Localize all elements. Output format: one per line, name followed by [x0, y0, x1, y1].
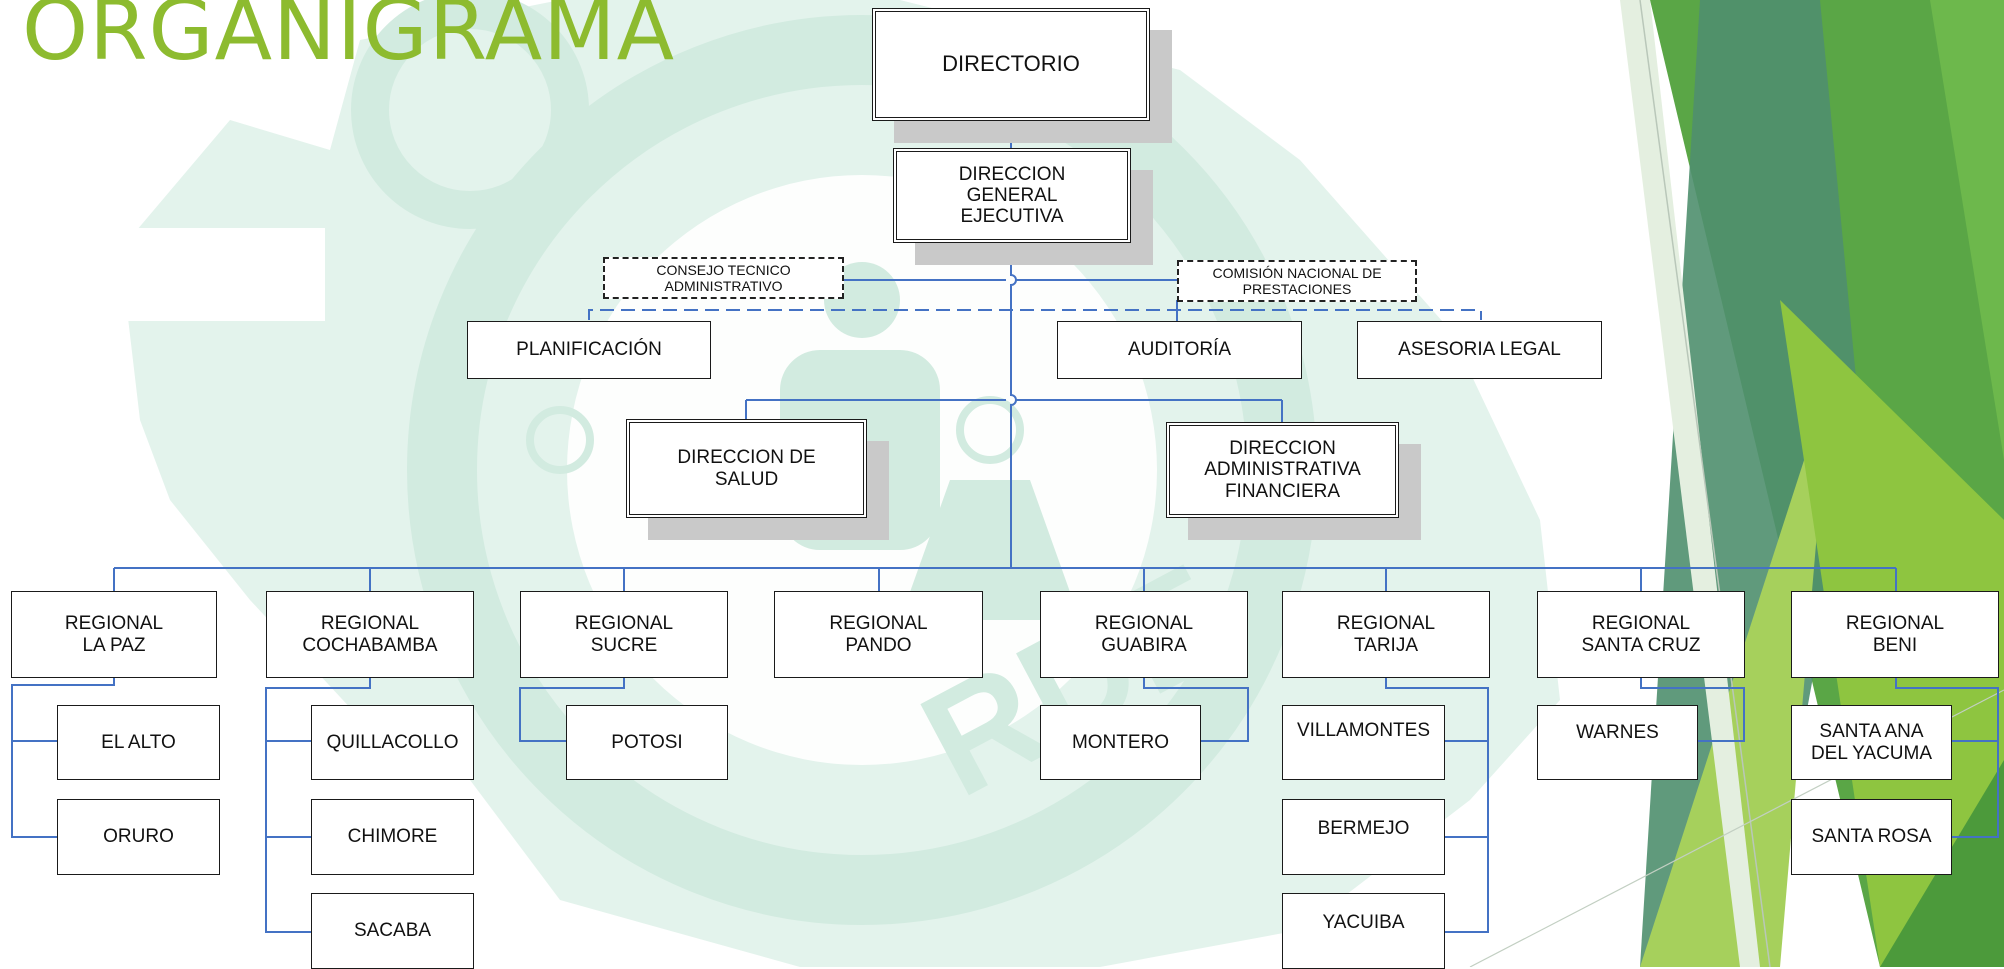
- slide-title: ORGANIGRAMA: [22, 0, 676, 79]
- node-comision-nacional: COMISIÓN NACIONAL DE PRESTACIONES: [1177, 260, 1417, 302]
- node-warnes: WARNES: [1537, 705, 1698, 780]
- node-regional-tarija: REGIONAL TARIJA: [1282, 591, 1490, 678]
- blank-panel: [110, 228, 325, 321]
- node-regional-pando: REGIONAL PANDO: [774, 591, 983, 678]
- node-chimore: CHIMORE: [311, 799, 474, 875]
- connector: [11, 677, 115, 838]
- node-yacuiba: YACUIBA: [1282, 893, 1445, 969]
- node-regional-guabira: REGIONAL GUABIRA: [1040, 591, 1248, 678]
- connector: [1385, 677, 1489, 933]
- connector: [265, 677, 371, 933]
- node-asesoria-legal: ASESORIA LEGAL: [1357, 321, 1602, 379]
- node-santa-ana-del-yacuma: SANTA ANA DEL YACUMA: [1791, 705, 1952, 780]
- node-direccion-salud: DIRECCION DE SALUD: [626, 419, 867, 518]
- node-potosi: POTOSI: [566, 705, 728, 780]
- node-regional-santa-cruz: REGIONAL SANTA CRUZ: [1537, 591, 1745, 678]
- connector: [1895, 677, 1999, 838]
- connector: [519, 677, 625, 742]
- node-regional-cochabamba: REGIONAL COCHABAMBA: [266, 591, 474, 678]
- node-regional-sucre: REGIONAL SUCRE: [520, 591, 728, 678]
- node-oruro: ORURO: [57, 799, 220, 875]
- dashed-connector: [588, 309, 1482, 320]
- node-villamontes: VILLAMONTES: [1282, 705, 1445, 780]
- node-quillacollo: QUILLACOLLO: [311, 705, 474, 780]
- connector: [1143, 677, 1249, 742]
- node-santa-rosa: SANTA ROSA: [1791, 799, 1952, 875]
- connector: [1010, 242, 1017, 568]
- node-directorio: DIRECTORIO: [872, 8, 1150, 121]
- node-planificacion: PLANIFICACIÓN: [467, 321, 711, 379]
- node-direccion-general: DIRECCION GENERAL EJECUTIVA: [893, 148, 1131, 243]
- node-sacaba: SACABA: [311, 893, 474, 969]
- node-auditoria: AUDITORÍA: [1057, 321, 1302, 379]
- node-regional-beni: REGIONAL BENI: [1791, 591, 1999, 678]
- node-el-alto: EL ALTO: [57, 705, 220, 780]
- node-regional-la-paz: REGIONAL LA PAZ: [11, 591, 217, 678]
- node-montero: MONTERO: [1040, 705, 1201, 780]
- node-consejo-tecnico: CONSEJO TECNICO ADMINISTRATIVO: [603, 257, 844, 299]
- node-direccion-administrativa: DIRECCION ADMINISTRATIVA FINANCIERA: [1166, 422, 1399, 518]
- connector: [1640, 677, 1745, 742]
- node-bermejo: BERMEJO: [1282, 799, 1445, 875]
